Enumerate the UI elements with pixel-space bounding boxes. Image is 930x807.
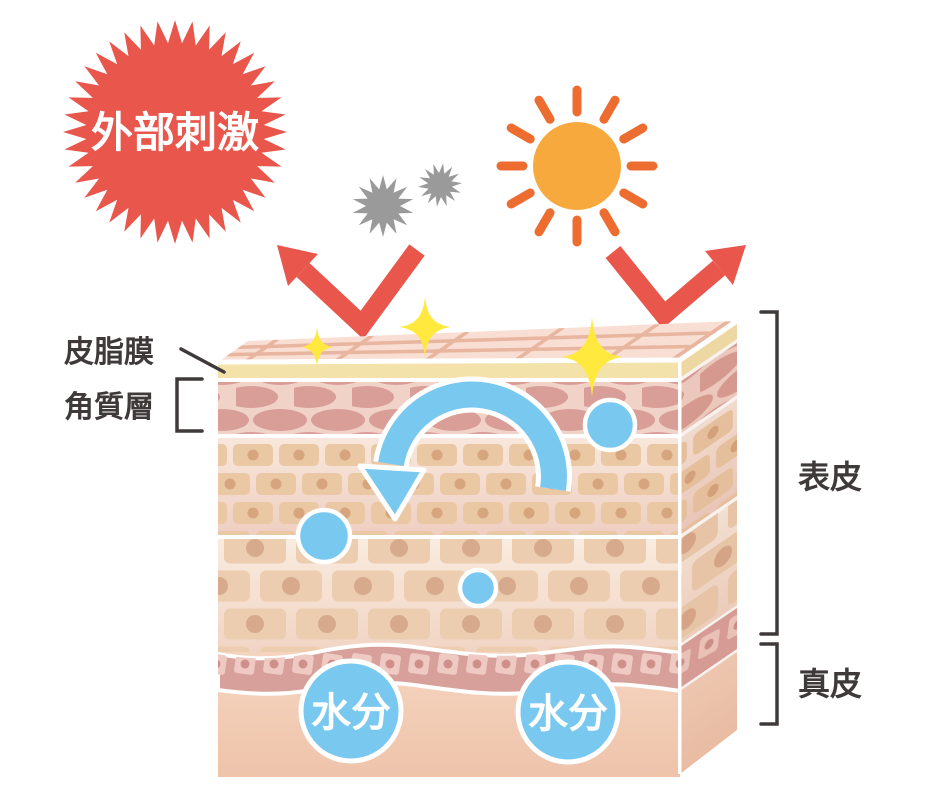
irritant-particle-icon <box>352 175 414 237</box>
sun-rays <box>496 85 658 247</box>
moisture-droplet <box>457 567 499 609</box>
starburst-icon <box>63 20 287 244</box>
moisture-droplet <box>295 507 353 565</box>
turnover-arrow <box>357 376 572 522</box>
label-stratum-corneum: 角質層 <box>64 391 154 424</box>
moisture-label: 水分 <box>311 691 391 735</box>
sun-core <box>533 122 621 210</box>
sebum-layer <box>218 362 680 378</box>
sun-icon <box>496 85 658 247</box>
leader-line-sebum <box>179 347 226 374</box>
moisture-droplet <box>582 397 638 453</box>
arrowhead <box>277 245 318 286</box>
moisture-circle: 水分 <box>515 659 621 765</box>
bracket-epidermis <box>759 310 779 636</box>
granular-layer <box>218 438 680 535</box>
skin-top-surface <box>218 321 737 362</box>
skin-side-face <box>680 321 737 774</box>
label-epidermis: 表皮 <box>798 459 862 495</box>
reflect-arrow-right <box>605 245 746 329</box>
front-side-edge <box>678 360 682 774</box>
bracket-dermis <box>759 642 779 726</box>
arrowhead <box>705 245 746 285</box>
starburst-label: 外部刺激 <box>91 109 259 156</box>
moisture-circle: 水分 <box>298 658 404 764</box>
label-dermis: 真皮 <box>798 666 862 702</box>
external-stimuli-badge: 外部刺激 <box>63 20 287 244</box>
surface-grid <box>226 321 731 362</box>
irritant-particle-icon <box>418 163 462 207</box>
label-sebum-film: 皮脂膜 <box>64 336 154 369</box>
reflect-arrow-left <box>277 244 425 340</box>
moisture-label: 水分 <box>528 692 608 736</box>
spinous-basal-layer <box>218 539 680 652</box>
bracket-corneum <box>175 377 204 433</box>
